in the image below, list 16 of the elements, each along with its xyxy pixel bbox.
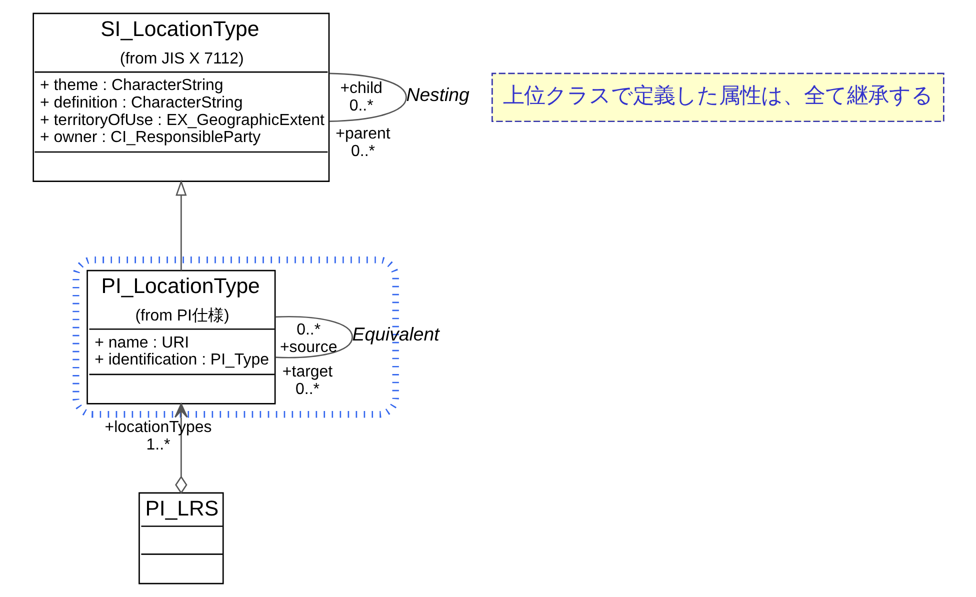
label: 1..*	[146, 436, 170, 454]
label: 0..*	[296, 322, 320, 339]
arrow	[174, 403, 188, 494]
label: +source	[279, 338, 337, 356]
connector	[328, 72, 406, 122]
label: 0..*	[350, 142, 374, 160]
connector	[274, 316, 352, 358]
label: +parent	[335, 125, 390, 142]
label: +child	[340, 80, 382, 98]
node-box: 上位クラスで定義した属性は、全て継承する	[491, 72, 944, 122]
label: 0..*	[348, 97, 373, 114]
edge-label: Nesting	[406, 84, 469, 105]
label: 0..*	[295, 380, 320, 398]
label: +target	[282, 363, 332, 380]
edge-label: Equivalent	[352, 324, 439, 345]
arrow	[175, 180, 186, 270]
